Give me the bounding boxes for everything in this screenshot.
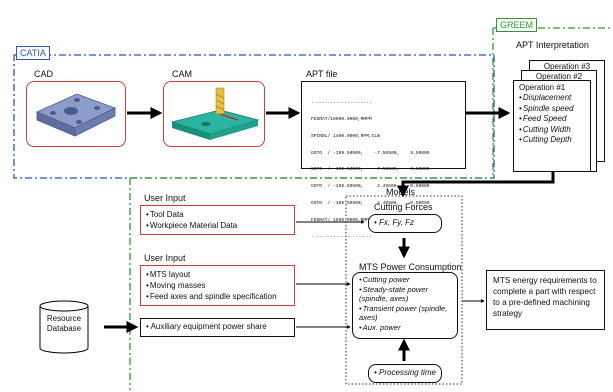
apt-line: GOTO / -189.50500, 2.49500, -0.50000	[311, 200, 430, 206]
greem-tag: GREEM	[496, 18, 538, 32]
apt-line: GOTO / -199.50500, -7.50500, 9.50000	[311, 150, 430, 156]
parameter-item: Spindle speed	[519, 104, 590, 115]
greem-region	[129, 27, 610, 390]
apt-line: GOTO / -199.50500, -7.50500, -0.50000	[311, 167, 430, 173]
database-cylinder	[39, 300, 89, 354]
apt-line: ......................	[311, 234, 372, 240]
user-input-item: Workpiece Material Data	[146, 220, 294, 231]
cad-part-image	[35, 93, 117, 137]
operation-parameter-list: Displacement Spindle speed Feed Speed Cu…	[519, 93, 590, 146]
user-input-item: Feed axes and spindle specification	[146, 291, 294, 302]
cutting-forces-box: • Fx, Fy, Fz	[368, 214, 442, 233]
apt-line: FEDRAT/ 1850.0000,MMPM	[311, 217, 372, 223]
resource-db-line: Resource	[46, 314, 82, 323]
output-box: MTS energy requirements to complete a pa…	[486, 270, 605, 330]
operation-1-doc: Operation #1 Displacement Spindle speed …	[513, 80, 591, 172]
parameter-item: Feed Speed	[519, 114, 590, 125]
auxiliary-text: • Auxiliary equipment power share	[146, 322, 267, 331]
user-input-item: Moving masses	[146, 280, 294, 291]
cutting-forces-item: Fx, Fy, Fz	[379, 218, 414, 227]
cam-label: CAM	[172, 69, 192, 79]
apt-line: ......................	[311, 100, 372, 106]
user-input-2-box: MTS layout Moving masses Feed axes and s…	[140, 265, 295, 306]
auxiliary-label: Auxiliary equipment power share	[150, 322, 267, 331]
cad-box	[26, 81, 126, 147]
cad-label: CAD	[34, 69, 54, 79]
mts-power-box: Cutting power Steady-state power (spindl…	[352, 272, 458, 339]
apt-file-label: APT file	[306, 69, 338, 79]
apt-line: GOTO / -199.50500, 2.49500, -0.50000	[311, 184, 430, 190]
mts-item: Cutting power	[359, 275, 457, 285]
processing-time-label: Processing time	[379, 368, 436, 377]
mts-item: Aux. power	[359, 323, 457, 333]
cutting-forces-title: Cutting Forces	[374, 202, 433, 212]
operation-2-label: Operation #2	[535, 72, 583, 81]
output-text: MTS energy requirements to complete a pa…	[493, 276, 597, 318]
cam-box	[163, 81, 265, 147]
apt-file-document: ...................... FEDRAT/10000.0000…	[301, 81, 466, 239]
user-input-item: MTS layout	[146, 269, 294, 280]
user-input-2-list: MTS layout Moving masses Feed axes and s…	[146, 269, 294, 302]
processing-time-box: • Processing time	[368, 364, 442, 383]
mts-item: Steady-state power (spindle, axes)	[359, 285, 457, 304]
catia-tag: CATIA	[16, 46, 50, 60]
operation-3-label: Operation #3	[543, 62, 591, 71]
parameter-item: Displacement	[519, 93, 590, 104]
operation-1-label: Operation #1	[519, 83, 566, 92]
auxiliary-box: • Auxiliary equipment power share	[140, 318, 295, 337]
apt-file-content: ...................... FEDRAT/10000.0000…	[311, 89, 430, 251]
arrow-interp-models	[397, 172, 555, 198]
models-title: Models	[386, 187, 416, 197]
apt-line: SPINDL/ 1400.0000,RPM,CLW	[311, 133, 380, 139]
user-input-1-box: Tool Data Workpiece Material Data	[140, 205, 295, 235]
parameter-item: Cutting Depth	[519, 135, 590, 146]
mts-power-list: Cutting power Steady-state power (spindl…	[359, 275, 457, 333]
user-input-1-list: Tool Data Workpiece Material Data	[146, 209, 294, 231]
resource-database-label: Resource Database	[40, 314, 88, 334]
parameter-item: Cutting Width	[519, 125, 590, 136]
models-region	[345, 195, 463, 385]
processing-time-text: • Processing time	[374, 368, 436, 377]
mts-item: Transient power (spindle, axes)	[359, 304, 457, 323]
mts-power-title: MTS Power Consumption	[359, 262, 462, 272]
apt-line: FEDRAT/10000.0000,MMPM	[311, 116, 372, 122]
apt-interpretation-label: APT Interpretation	[516, 40, 589, 50]
cam-part-image	[170, 87, 260, 140]
cutting-forces-text: • Fx, Fy, Fz	[374, 218, 414, 227]
resource-db-line: Database	[46, 324, 82, 333]
user-input-2-title: User Input	[144, 253, 186, 263]
user-input-item: Tool Data	[146, 209, 294, 220]
user-input-1-title: User Input	[144, 193, 186, 203]
